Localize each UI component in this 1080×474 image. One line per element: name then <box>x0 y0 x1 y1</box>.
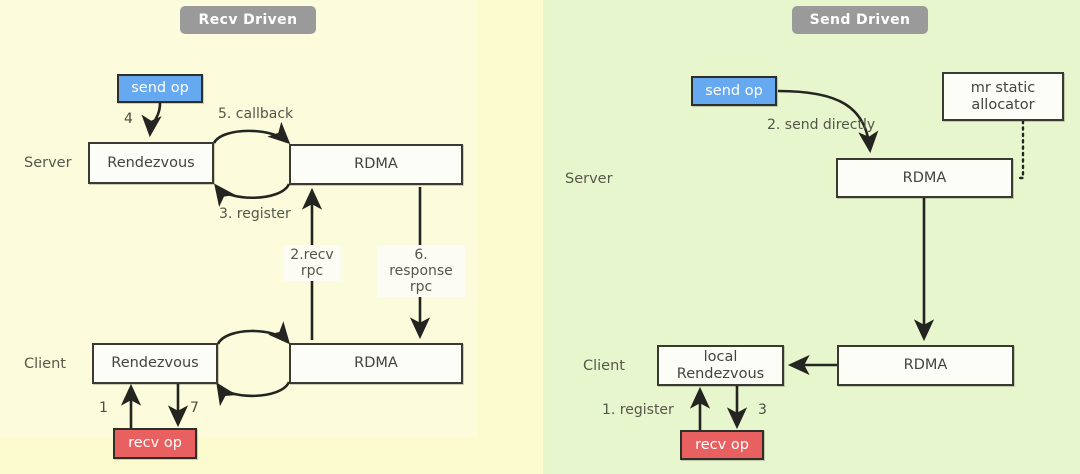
left-server-row-label: Server <box>24 155 72 171</box>
left-edge-label-2-recv-rpc: 2.recv rpc <box>283 245 341 282</box>
left-client-rendezvous-node[interactable]: Rendezvous <box>92 343 218 384</box>
right-mr-static-allocator-node[interactable]: mr static allocator <box>942 72 1064 121</box>
title-badge-send-driven: Send Driven <box>792 6 928 34</box>
title-badge-recv-driven: Recv Driven <box>180 6 316 34</box>
local-rendezvous-line-2: Rendezvous <box>676 365 765 382</box>
right-client-rdma-node[interactable]: RDMA <box>837 345 1014 386</box>
right-local-rendezvous-node[interactable]: local Rendezvous <box>657 345 784 386</box>
left-edge-label-6-response-rpc: 6. response rpc <box>377 245 465 298</box>
right-edge-label-3: 3 <box>758 402 767 418</box>
panel-recv-driven <box>0 0 543 474</box>
left-client-rdma-node[interactable]: RDMA <box>289 343 463 384</box>
mr-allocator-line-1: mr static <box>970 80 1036 97</box>
left-edge-label-4: 4 <box>124 111 133 127</box>
right-server-row-label: Server <box>565 171 613 187</box>
right-recv-op-node[interactable]: recv op <box>680 430 764 460</box>
left-server-rendezvous-node[interactable]: Rendezvous <box>88 142 214 184</box>
left-client-row-label: Client <box>24 356 66 372</box>
left-edge-label-5-callback: 5. callback <box>218 106 294 122</box>
mr-allocator-line-2: allocator <box>971 96 1035 113</box>
local-rendezvous-line-1: local <box>703 349 738 366</box>
left-send-op-node[interactable]: send op <box>117 74 203 103</box>
right-edge-label-2-send-directly: 2. send directly <box>767 117 876 133</box>
left-server-rdma-node[interactable]: RDMA <box>289 144 463 185</box>
right-server-rdma-node[interactable]: RDMA <box>836 158 1013 198</box>
right-send-op-node[interactable]: send op <box>691 76 777 106</box>
right-client-row-label: Client <box>583 358 625 374</box>
left-edge-label-1: 1 <box>99 400 108 416</box>
left-edge-label-7: 7 <box>190 400 199 416</box>
right-edge-label-1-register: 1. register <box>602 402 674 418</box>
left-recv-op-node[interactable]: recv op <box>113 428 197 459</box>
left-edge-label-3-register: 3. register <box>219 206 291 222</box>
